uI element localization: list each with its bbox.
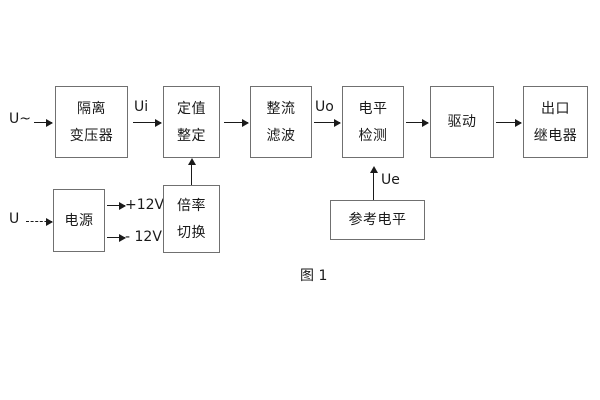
block-isolation-transformer: 隔离 变压器 <box>55 86 128 158</box>
block-isolation-transformer-line1: 隔离 <box>77 100 106 117</box>
block-level-detection: 电平 检测 <box>342 86 404 158</box>
block-rectify-filter-line2: 滤波 <box>266 127 296 144</box>
minus-12v-label: - 12V <box>125 229 162 245</box>
arrow-isolation-transformer-to-setting-value <box>133 118 162 127</box>
block-reference-level: 参考电平 <box>330 200 425 240</box>
block-setting-value: 定值 整定 <box>163 86 220 158</box>
ac-input-label: U~ <box>9 111 31 127</box>
block-setting-value-line1: 定值 <box>177 100 206 117</box>
arrow-power-supply-minus-12v <box>107 233 126 242</box>
arrow-dc-input-to-power-supply <box>26 218 53 226</box>
arrow-drive-to-output-relay <box>496 118 522 127</box>
block-setting-value-line2: 整定 <box>177 127 206 144</box>
arrow-level-detection-to-drive <box>406 118 429 127</box>
figure-caption: 图 1 <box>300 268 328 284</box>
arrow-multiplier-switch-to-setting-value <box>187 158 196 185</box>
block-level-detection-line2: 检测 <box>358 127 388 144</box>
arrow-setting-value-to-rectify-filter <box>224 118 249 127</box>
block-drive-line1: 驱动 <box>447 114 477 130</box>
block-output-relay: 出口 继电器 <box>523 86 588 158</box>
arrow-reference-level-to-level-detection <box>369 166 378 200</box>
block-output-relay-line2: 继电器 <box>533 127 578 144</box>
dc-input-label: U <box>9 211 20 227</box>
arrow-ac-input-to-isolation-transformer <box>34 118 53 127</box>
block-drive: 驱动 <box>430 86 494 158</box>
ui-label: Ui <box>134 99 149 115</box>
arrow-rectify-filter-to-level-detection <box>314 118 341 127</box>
block-isolation-transformer-line2: 变压器 <box>69 127 114 144</box>
block-rectify-filter-line1: 整流 <box>266 100 296 117</box>
ue-label: Ue <box>381 172 400 188</box>
block-level-detection-line1: 电平 <box>358 100 388 117</box>
block-multiplier-switch-line1: 倍率 <box>177 197 206 214</box>
block-reference-level-line1: 参考电平 <box>348 212 407 228</box>
block-power-supply: 电源 <box>53 189 105 252</box>
arrow-power-supply-plus-12v <box>107 201 126 210</box>
block-power-supply-line1: 电源 <box>64 212 94 229</box>
block-rectify-filter: 整流 滤波 <box>250 86 312 158</box>
block-multiplier-switch: 倍率 切换 <box>163 185 220 253</box>
block-output-relay-line1: 出口 <box>541 100 570 117</box>
plus-12v-label: +12V <box>125 197 165 213</box>
uo-label: Uo <box>315 99 334 115</box>
block-multiplier-switch-line2: 切换 <box>177 224 206 241</box>
